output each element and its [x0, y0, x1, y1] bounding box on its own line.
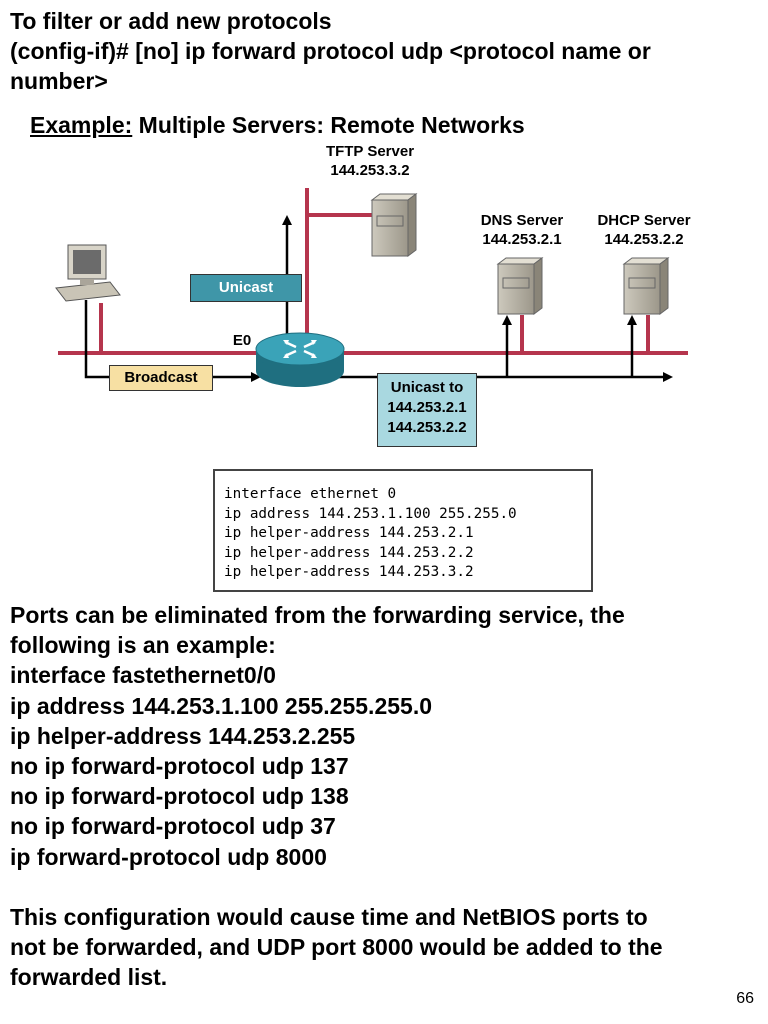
broadcast-tag: Broadcast: [109, 365, 213, 391]
body-line: interface fastethernet0/0: [10, 662, 276, 689]
example-title: Example: Multiple Servers: Remote Networ…: [30, 110, 525, 140]
header-line: (config-if)# [no] ip forward protocol ud…: [10, 38, 651, 64]
tftp-server-name: TFTP Server: [325, 143, 415, 160]
body-line: ip address 144.253.1.100 255.255.255.0: [10, 692, 432, 719]
dhcp-server-ip: 144.253.2.2: [604, 231, 684, 248]
router-icon: [255, 332, 345, 387]
unicast-to-line: 144.253.2.2: [387, 419, 467, 436]
network-diagram: TFTP Server 144.253.3.2 DNS Server 144.2…: [0, 140, 768, 460]
body-text: Ports can be eliminated from the forward…: [10, 600, 663, 993]
dns-server-icon: [496, 257, 544, 315]
dhcp-server-label: DHCP Server 144.253.2.2: [586, 211, 702, 249]
body-line: no ip forward-protocol udp 37: [10, 813, 336, 840]
body-line: ip forward-protocol udp 8000: [10, 843, 327, 870]
page-number: 66: [736, 990, 754, 1007]
header-line: To filter or add new protocols: [10, 8, 332, 34]
config-line: ip address 144.253.1.100 255.255.0: [224, 505, 517, 522]
header-line: number>: [10, 68, 108, 94]
workstation-icon: [55, 244, 121, 302]
unicast-to-tag: Unicast to 144.253.2.1 144.253.2.2: [377, 373, 477, 447]
dhcp-server-name: DHCP Server: [597, 212, 691, 229]
dns-server-ip: 144.253.2.1: [482, 231, 562, 248]
config-line: interface ethernet 0: [224, 486, 397, 502]
diagram-canvas: [55, 188, 688, 387]
conclusion-line: not be forwarded, and UDP port 8000 woul…: [10, 934, 663, 961]
tftp-server-ip: 144.253.3.2: [330, 162, 410, 179]
config-line: ip helper-address 144.253.3.2: [224, 564, 474, 581]
slide-header: To filter or add new protocols (config-i…: [10, 6, 651, 96]
dns-server-name: DNS Server: [480, 212, 564, 229]
body-line: ip helper-address 144.253.2.255: [10, 722, 356, 749]
conclusion-line: This configuration would cause time and …: [10, 904, 648, 931]
paragraph-spacer: [10, 872, 663, 902]
unicast-to-line: 144.253.2.1: [387, 399, 467, 416]
tftp-server-label: TFTP Server 144.253.3.2: [318, 142, 422, 180]
config-line: ip helper-address 144.253.2.1: [224, 525, 474, 542]
conclusion-line: forwarded list.: [10, 964, 168, 991]
unicast-tag: Unicast: [190, 274, 302, 302]
body-line: Ports can be eliminated from the forward…: [10, 602, 625, 628]
config-line: ip helper-address 144.253.2.2: [224, 544, 474, 561]
dhcp-server-icon: [622, 257, 670, 315]
dns-server-label: DNS Server 144.253.2.1: [467, 211, 577, 249]
body-line: no ip forward-protocol udp 137: [10, 753, 349, 780]
body-line: no ip forward-protocol udp 138: [10, 783, 349, 810]
config-box: interface ethernet 0 ip address 144.253.…: [213, 469, 593, 592]
tftp-server-icon: [370, 193, 418, 257]
example-heading: Multiple Servers: Remote Networks: [138, 112, 525, 138]
example-prefix: Example:: [30, 112, 133, 138]
interface-e0-label: E0: [232, 332, 252, 349]
unicast-to-line: Unicast to: [390, 379, 464, 396]
body-line: following is an example:: [10, 632, 276, 659]
